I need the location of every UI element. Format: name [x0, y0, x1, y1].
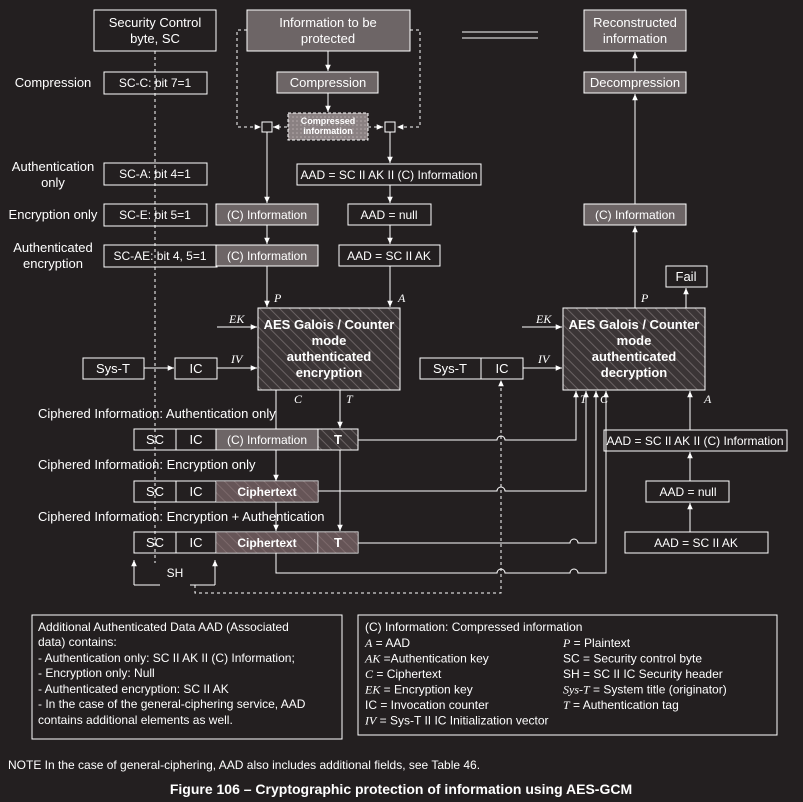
sc-ae-text: SC-AE: bit 4, 5=1	[113, 249, 206, 263]
row2-ic-text: IC	[190, 484, 203, 499]
aad-auth-box	[296, 163, 482, 186]
legend-entry: IC = Invocation counter	[365, 698, 489, 712]
c-info-box-dec	[583, 203, 687, 226]
label-A-enc: A	[397, 291, 406, 305]
row3-ic-text: IC	[190, 535, 203, 550]
compressed-info-box	[287, 112, 369, 141]
legend-box	[357, 614, 778, 736]
legend-entry: T = Authentication tag	[563, 698, 679, 712]
compression-text: Compression	[290, 75, 367, 90]
figure-caption: Figure 106 – Cryptographic protection of…	[170, 781, 632, 797]
aad-sc-ak-text-dec: AAD = SC II AK	[654, 536, 738, 550]
cipher-header-enc: Ciphered Information: Encryption only	[38, 457, 256, 472]
label-P-enc: P	[273, 291, 282, 305]
aad-note-line-0: Additional Authenticated Data AAD (Assoc…	[38, 620, 289, 634]
label-IV-enc: IV	[230, 352, 244, 366]
row2-ciphertext-text: Ciphertext	[237, 485, 296, 499]
c-info-text-dec: (C) Information	[595, 208, 675, 222]
ic-text-dec: IC	[496, 361, 509, 376]
cipher-header-auth: Ciphered Information: Authentication onl…	[38, 406, 276, 421]
aad-note-line-3: - Encryption only: Null	[38, 666, 155, 680]
note-text: NOTE In the case of general-ciphering, A…	[8, 758, 480, 772]
label-P-dec: P	[640, 291, 649, 305]
row2-sc-text: SC	[146, 484, 164, 499]
sh-label: SH	[167, 566, 184, 580]
aad-sc-ak-text: AAD = SC II AK	[347, 249, 431, 263]
switch-right	[384, 121, 396, 133]
legend-entry: C = Ciphertext	[365, 667, 442, 681]
legend-entry: AK =Authentication key	[364, 652, 489, 666]
label-compression: Compression	[15, 75, 92, 90]
aad-note-box	[31, 614, 343, 740]
switch-left	[261, 121, 273, 133]
row3-t-text: T	[334, 535, 342, 550]
label-A-dec: A	[703, 392, 712, 406]
aad-auth-text: AAD = SC II AK II (C) Information	[300, 168, 477, 182]
sys-t-text-dec: Sys-T	[433, 361, 467, 376]
sys-t-text-enc: Sys-T	[96, 361, 130, 376]
aad-note-line-6: contains additional elements as well.	[38, 713, 233, 727]
row3-ciphertext-text: Ciphertext	[237, 536, 296, 550]
label-EK-enc: EK	[228, 312, 245, 326]
legend-entry: EK = Encryption key	[364, 683, 473, 697]
legend-entry: SH = SC II IC Security header	[563, 667, 723, 681]
label-EK-dec: EK	[535, 312, 552, 326]
legend-entry: A = AAD	[364, 636, 410, 650]
reconstructed-box	[583, 9, 687, 52]
c-info-text-1: (C) Information	[227, 208, 307, 222]
fail-text: Fail	[676, 269, 697, 284]
label-C-dec: C	[600, 392, 609, 406]
label-T-enc: T	[346, 392, 354, 406]
aad-sc-ak-box-dec	[624, 531, 769, 554]
legend-entry: Sys-T = System title (originator)	[563, 683, 727, 697]
row1-t-text: T	[334, 432, 342, 447]
c-info-text-2: (C) Information	[227, 249, 307, 263]
aad-auth-box-dec	[603, 429, 788, 452]
cipher-header-encauth: Ciphered Information: Encryption + Authe…	[38, 509, 325, 524]
aad-note-line-1: data) contains:	[38, 635, 117, 649]
row3-sc-text: SC	[146, 535, 164, 550]
legend-entry: P = Plaintext	[562, 636, 631, 650]
aad-null-text-dec: AAD = null	[659, 485, 716, 499]
decompression-text: Decompression	[590, 75, 680, 90]
row1-ic-text: IC	[190, 432, 203, 447]
legend-entry: IV = Sys-T II IC Initialization vector	[364, 714, 549, 728]
label-C-enc: C	[294, 392, 303, 406]
aad-note-line-5: - In the case of the general-ciphering s…	[38, 697, 306, 711]
aad-note-line-2: - Authentication only: SC II AK II (C) I…	[38, 651, 295, 665]
aad-null-box-dec	[645, 480, 730, 503]
label-T-dec: T	[580, 392, 588, 406]
aes-encryption-block	[257, 307, 401, 391]
ic-text-enc: IC	[190, 361, 203, 376]
aad-null-text: AAD = null	[360, 208, 417, 222]
aad-auth-text-dec: AAD = SC II AK II (C) Information	[606, 434, 783, 448]
aes-decryption-block	[562, 307, 706, 391]
row1-c-info-text: (C) Information	[227, 433, 307, 447]
row1-sc-text: SC	[146, 432, 164, 447]
fail-box	[665, 265, 708, 288]
legend-entry: SC = Security control byte	[563, 652, 702, 666]
label-IV-dec: IV	[537, 352, 551, 366]
label-encryption-only: Encryption only	[9, 207, 98, 222]
legend-title: (C) Information: Compressed information	[365, 620, 582, 634]
aad-note-line-4: - Authenticated encryption: SC II AK	[38, 682, 229, 696]
